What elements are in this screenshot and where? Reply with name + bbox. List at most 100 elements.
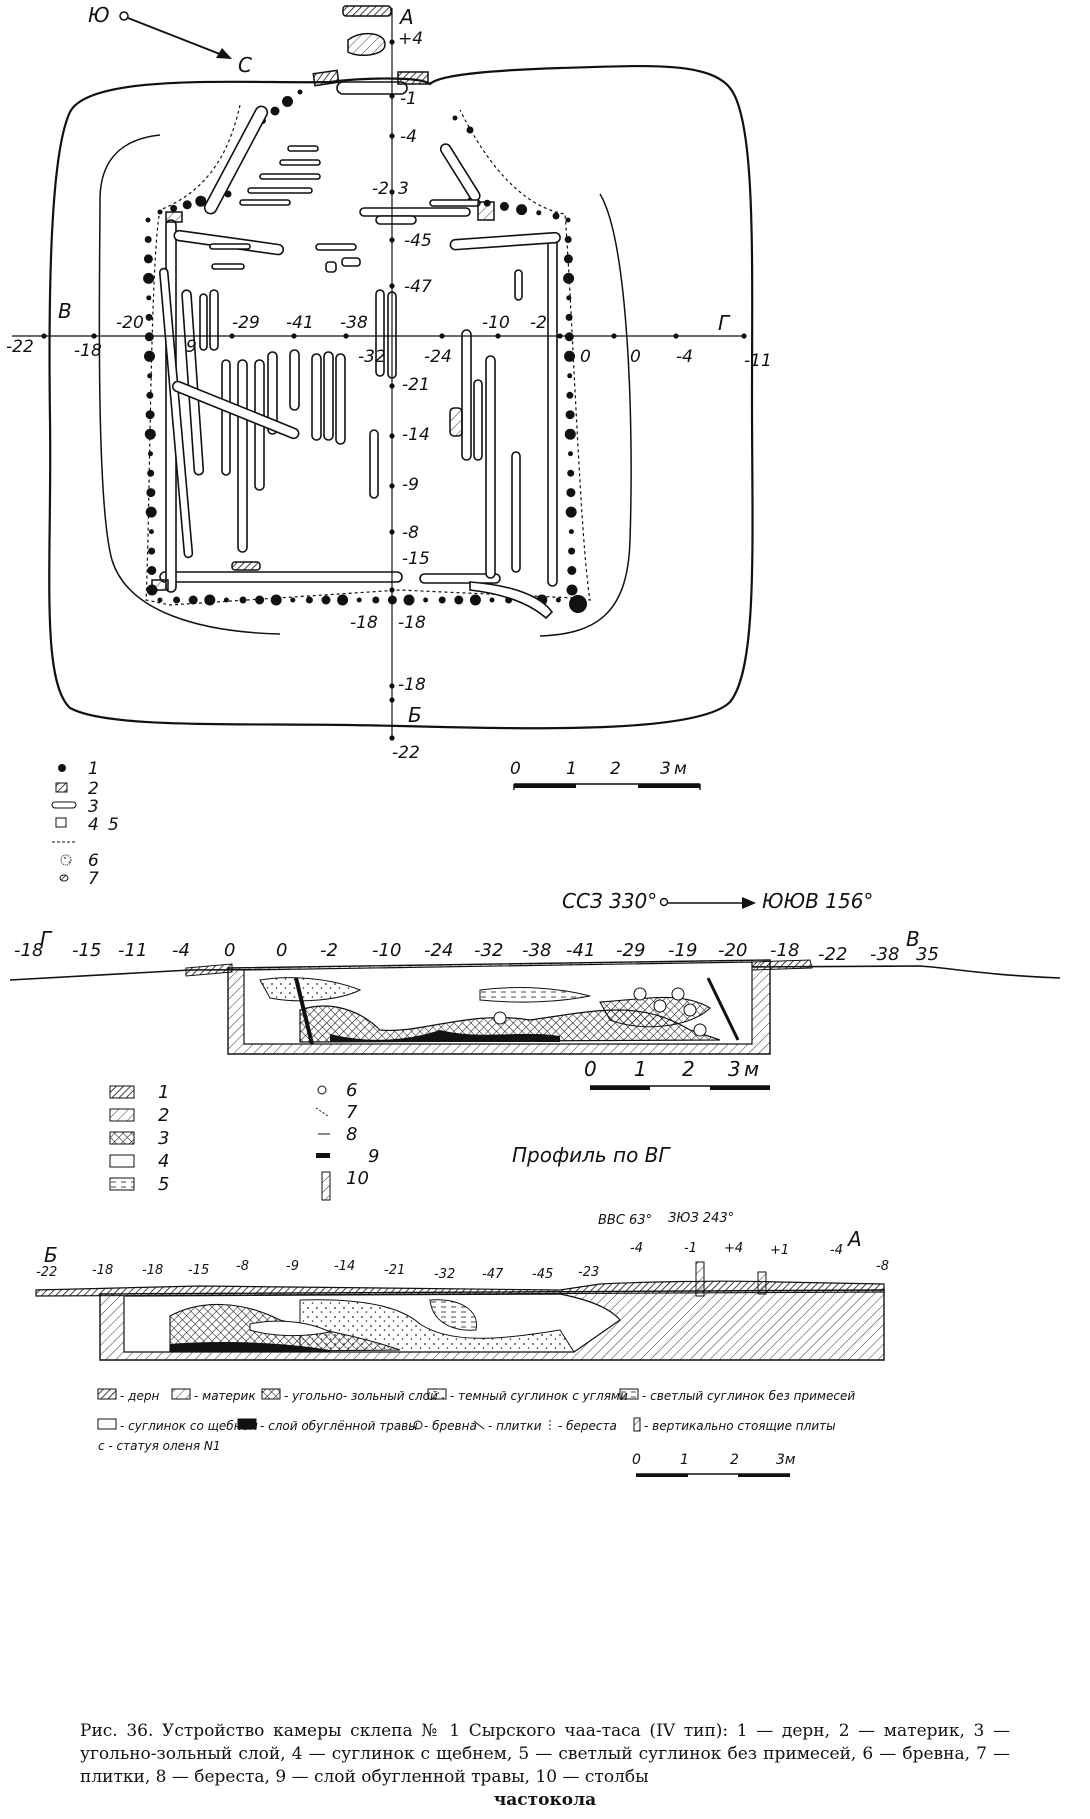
plan-mark-minus-18: -18	[350, 613, 378, 633]
plan-legend-number: 3	[88, 797, 99, 817]
vertical-axis-value: -47	[404, 277, 432, 297]
vg-legend-symbol-item: 6	[317, 1080, 357, 1101]
wall-stone	[145, 217, 151, 223]
horizontal-axis-value: -22	[6, 337, 34, 357]
plan-legend-number: 7	[88, 869, 99, 889]
horizontal-axis-value: -4	[676, 347, 693, 367]
vertical-axis-value: -15	[402, 549, 430, 569]
vg-scale-2: 2	[682, 1057, 695, 1081]
vg-legend-swatch	[109, 1085, 135, 1099]
wall-stone	[564, 350, 575, 362]
profile-vg-surface-value: -19	[668, 940, 697, 961]
profile-vg-surface-value: -18	[770, 940, 799, 961]
vg-scale-unit: м	[744, 1057, 759, 1081]
wall-stone	[452, 115, 458, 121]
vg-legend-swatch	[109, 1177, 135, 1191]
ab-legend-swatch	[619, 1388, 639, 1400]
vg-legend-slab-symbol	[315, 1107, 329, 1117]
profile-ab-surface-value: -14	[334, 1259, 355, 1274]
orientation-arrow	[659, 897, 756, 909]
wall-stone	[290, 597, 296, 603]
axis-dot	[389, 39, 395, 45]
profile-ab: ВВС 63° ЗЮЗ 243° Б А -22-18-18-15-8-9-14…	[35, 1211, 889, 1477]
vg-legend-number: 4	[158, 1151, 169, 1172]
vg-legend-symbol-item: 8	[318, 1124, 357, 1145]
ab-legend-swatch	[171, 1388, 191, 1400]
plan-legend-item: 1	[58, 759, 99, 779]
chamber-outline	[145, 104, 591, 606]
wall-stone	[173, 596, 181, 604]
profile-vg-surface-value: -32	[474, 940, 503, 961]
axis-point-marks	[41, 39, 747, 741]
axis-dot	[91, 333, 97, 339]
wall-stone	[270, 594, 282, 606]
vertical-axis-value: -2	[372, 179, 389, 199]
legend-dot-symbol	[58, 764, 66, 772]
axis-dot	[389, 133, 395, 139]
profile-ab-orientation-2: ЗЮЗ 243°	[668, 1211, 734, 1226]
profile-ab-surface-value: -23	[578, 1265, 599, 1280]
wall-stone	[566, 488, 576, 498]
ab-legend-item: - вертикально стоящие плиты	[633, 1417, 836, 1433]
vg-legend-number: 10	[346, 1168, 369, 1189]
vg-scale-3: 3	[728, 1057, 741, 1081]
wall-stone	[536, 210, 542, 216]
profile-vg-surface-value: -11	[118, 940, 147, 961]
wall-stone	[144, 236, 152, 243]
wall-stone	[147, 469, 155, 477]
vertical-axis-value: +4	[398, 29, 423, 49]
horizontal-axis-value: -11	[744, 351, 772, 371]
figure-caption: Рис. 36. Устройство камеры склепа № 1 Сы…	[80, 1720, 1010, 1812]
axis-letter-g: Г	[718, 311, 731, 335]
plan-scale-2: 2	[610, 759, 621, 779]
vg-scale-1: 1	[634, 1057, 647, 1081]
axis-dot	[389, 483, 395, 489]
axis-dot	[389, 433, 395, 439]
vg-legend-fill-item: 3	[109, 1128, 169, 1149]
wall-stone	[516, 204, 528, 216]
wall-stone	[195, 195, 207, 207]
vg-legend-number: 1	[158, 1082, 169, 1103]
inner-contour-left	[98, 134, 281, 635]
axis-dot	[41, 333, 47, 339]
profile-vg-orientation-from: ССЗ 330°	[562, 889, 657, 913]
wall-stone	[565, 217, 571, 223]
wall-stone	[403, 594, 415, 606]
vg-legend-number: 9	[368, 1146, 379, 1167]
profile-vg-surface-value: -38	[522, 940, 551, 961]
legend-slab-symbol	[55, 817, 67, 828]
vg-legend-number: 7	[346, 1102, 358, 1123]
ab-legend-item: - береста	[549, 1419, 617, 1433]
profile-ab-surface-value: -9	[286, 1259, 299, 1274]
vertical-axis-value: -18	[398, 613, 426, 633]
profile-ab-orientation-1: ВВС 63°	[598, 1213, 652, 1228]
horizontal-axis-value: -2	[530, 313, 547, 333]
profile-vg-surface-value: -15	[72, 940, 101, 961]
vg-legend-number: 3	[158, 1128, 169, 1149]
wall-stone	[144, 350, 155, 362]
horizontal-axis-value: -38	[340, 313, 368, 333]
wall-stone	[157, 597, 163, 603]
wall-stone	[489, 597, 495, 603]
wall-stone	[566, 295, 572, 301]
wall-stone	[145, 313, 153, 321]
wall-stone	[204, 594, 216, 606]
ab-legend-swatch	[97, 1388, 117, 1400]
plan-legend-number: 4	[88, 815, 99, 835]
axis-dot	[389, 189, 395, 195]
profile-vg-surface-value: -2	[320, 940, 338, 961]
axis-dot	[389, 93, 395, 99]
ab-legend-swatch	[261, 1388, 281, 1400]
wall-stone	[567, 469, 575, 477]
wall-stone	[305, 596, 313, 604]
vg-legend-number: 6	[346, 1080, 357, 1101]
vg-legend-symbol-item: 9	[316, 1146, 379, 1167]
wall-stone	[499, 201, 509, 211]
wall-stone	[146, 488, 156, 498]
wall-stone	[372, 596, 380, 604]
ab-legend-item: - темный суглинок с углями	[427, 1388, 628, 1403]
wall-stone	[565, 506, 577, 518]
profile-ab-surface-value: +4	[724, 1241, 743, 1256]
plan-legend-item: 4	[55, 815, 99, 835]
vg-legend-log-symbol	[317, 1085, 327, 1095]
